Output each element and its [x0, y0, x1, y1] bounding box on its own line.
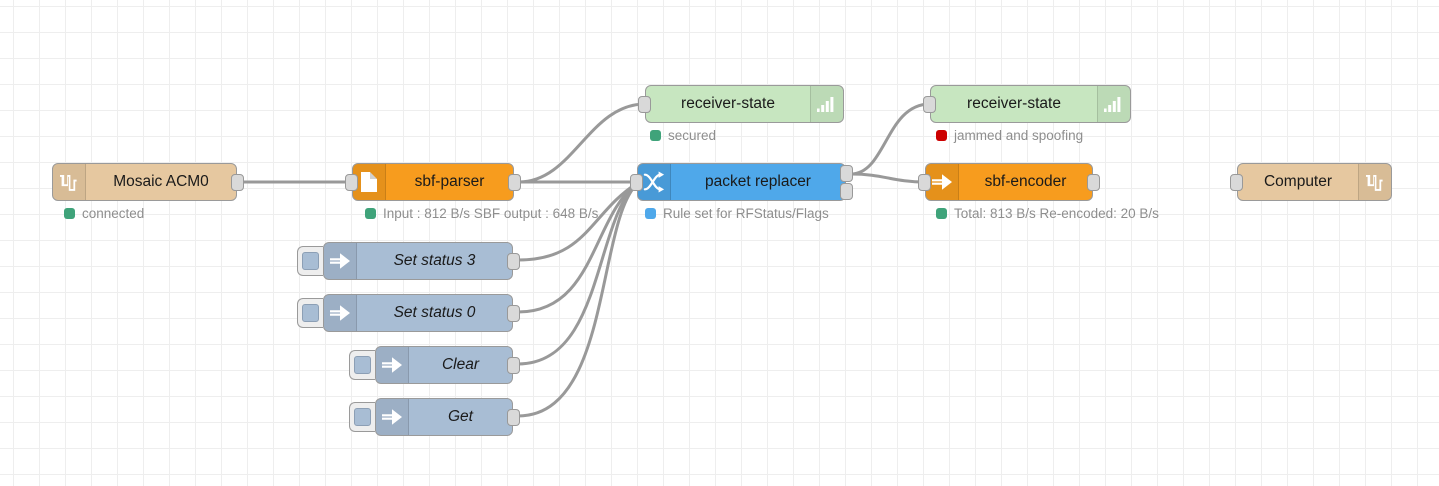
- input-port-packet-replacer[interactable]: [630, 174, 643, 191]
- wire-inject-set-status-3-to-packet-replacer: [516, 180, 641, 262]
- status-text-receiver-state-2: jammed and spoofing: [954, 128, 1084, 143]
- input-port-receiver-state-2[interactable]: [923, 96, 936, 113]
- status-text-mosaic-acm0: connected: [82, 206, 145, 221]
- output-port-packet-replacer-0[interactable]: [840, 165, 853, 182]
- arrow-right-icon: [324, 243, 357, 279]
- node-label-inject-clear: Clear: [441, 356, 480, 373]
- output-port-inject-set-status-0-0[interactable]: [507, 305, 520, 322]
- node-computer[interactable]: Computer: [1237, 163, 1392, 201]
- node-receiver-state-1[interactable]: receiver-state: [645, 85, 844, 123]
- status-dot-packet-replacer: [645, 208, 656, 219]
- output-port-packet-replacer-1[interactable]: [840, 183, 853, 200]
- input-port-computer[interactable]: [1230, 174, 1243, 191]
- output-port-inject-clear-0[interactable]: [507, 357, 520, 374]
- wire-inject-set-status-0-to-packet-replacer: [516, 180, 641, 314]
- output-port-mosaic-acm0-0[interactable]: [231, 174, 244, 191]
- node-sbf-parser[interactable]: sbf-parser: [352, 163, 514, 201]
- arrow-right-icon: [376, 347, 409, 383]
- inject-button-inject-set-status-0[interactable]: [297, 298, 323, 328]
- node-receiver-state-2[interactable]: receiver-state: [930, 85, 1131, 123]
- output-port-inject-get-0[interactable]: [507, 409, 520, 426]
- status-text-sbf-encoder: Total: 813 B/s Re-encoded: 20 B/s: [954, 206, 1159, 221]
- inject-button-square: [302, 252, 319, 270]
- output-port-sbf-parser-0[interactable]: [508, 174, 521, 191]
- arrow-right-icon: [376, 399, 409, 435]
- inject-button-square: [302, 304, 319, 322]
- serial-waveform-icon: [1358, 164, 1391, 200]
- inject-button-inject-clear[interactable]: [349, 350, 375, 380]
- node-label-inject-set-status-0: Set status 0: [393, 304, 476, 321]
- node-label-sbf-encoder: sbf-encoder: [984, 173, 1067, 190]
- node-inject-get[interactable]: Get: [375, 398, 513, 436]
- file-icon: [353, 164, 386, 200]
- status-text-sbf-parser: Input : 812 B/s SBF output : 648 B/s: [383, 206, 599, 221]
- status-dot-sbf-parser: [365, 208, 376, 219]
- node-sbf-encoder[interactable]: sbf-encoder: [925, 163, 1093, 201]
- status-mosaic-acm0: connected: [64, 206, 144, 221]
- signal-bars-icon: [1097, 86, 1130, 122]
- wire-sbf-parser-to-receiver-state-1: [517, 102, 647, 184]
- node-mosaic-acm0[interactable]: Mosaic ACM0: [52, 163, 237, 201]
- node-label-sbf-parser: sbf-parser: [414, 173, 485, 190]
- node-inject-set-status-3[interactable]: Set status 3: [323, 242, 513, 280]
- wire-packet-replacer-to-sbf-encoder: [849, 172, 928, 184]
- wire-packet-replacer-to-receiver-state-2: [849, 102, 932, 176]
- node-label-inject-set-status-3: Set status 3: [393, 252, 476, 269]
- status-dot-receiver-state-1: [650, 130, 661, 141]
- output-port-sbf-encoder-0[interactable]: [1087, 174, 1100, 191]
- status-dot-mosaic-acm0: [64, 208, 75, 219]
- input-port-receiver-state-1[interactable]: [638, 96, 651, 113]
- node-label-mosaic-acm0: Mosaic ACM0: [113, 173, 209, 190]
- status-sbf-parser: Input : 812 B/s SBF output : 648 B/s: [365, 206, 598, 221]
- input-port-sbf-encoder[interactable]: [918, 174, 931, 191]
- signal-bars-icon: [810, 86, 843, 122]
- node-inject-clear[interactable]: Clear: [375, 346, 513, 384]
- node-packet-replacer[interactable]: packet replacer: [637, 163, 846, 201]
- input-port-sbf-parser[interactable]: [345, 174, 358, 191]
- inject-button-square: [354, 356, 371, 374]
- status-dot-receiver-state-2: [936, 130, 947, 141]
- status-receiver-state-1: secured: [650, 128, 716, 143]
- arrow-right-icon: [926, 164, 959, 200]
- arrow-right-icon: [324, 295, 357, 331]
- node-label-inject-get: Get: [448, 408, 473, 425]
- status-text-receiver-state-1: secured: [668, 128, 717, 143]
- node-label-packet-replacer: packet replacer: [705, 173, 811, 190]
- inject-button-inject-set-status-3[interactable]: [297, 246, 323, 276]
- node-label-receiver-state-1: receiver-state: [681, 95, 775, 112]
- serial-waveform-icon: [53, 164, 86, 200]
- node-inject-set-status-0[interactable]: Set status 0: [323, 294, 513, 332]
- status-dot-sbf-encoder: [936, 208, 947, 219]
- node-label-receiver-state-2: receiver-state: [967, 95, 1061, 112]
- status-text-packet-replacer: Rule set for RFStatus/Flags: [663, 206, 829, 221]
- inject-button-inject-get[interactable]: [349, 402, 375, 432]
- status-packet-replacer: Rule set for RFStatus/Flags: [645, 206, 829, 221]
- node-label-computer: Computer: [1263, 173, 1333, 190]
- output-port-inject-set-status-3-0[interactable]: [507, 253, 520, 270]
- status-receiver-state-2: jammed and spoofing: [936, 128, 1083, 143]
- inject-button-square: [354, 408, 371, 426]
- status-sbf-encoder: Total: 813 B/s Re-encoded: 20 B/s: [936, 206, 1159, 221]
